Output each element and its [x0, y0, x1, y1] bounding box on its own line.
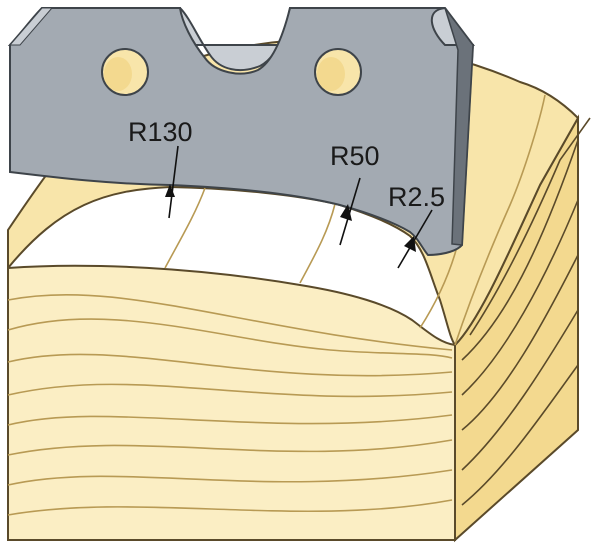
cutter-knife	[7, 7, 476, 257]
annotation-r50: R50	[330, 141, 380, 246]
leader-line	[168, 145, 179, 219]
knife-left-chamfer	[8, 7, 54, 46]
label-r50: R50	[330, 141, 380, 171]
mounting-hole-right	[314, 48, 362, 96]
leader-line	[397, 209, 433, 269]
annotation-r2-5: R2.5	[388, 182, 445, 269]
mounting-hole-left	[101, 48, 149, 96]
knife-right-bevel	[444, 7, 474, 246]
arrow-head	[340, 204, 352, 221]
side-grain	[461, 117, 591, 506]
arrow-head	[165, 184, 175, 197]
arrow-head	[404, 236, 416, 252]
annotation-r130: R130	[128, 117, 193, 219]
front-grain	[7, 293, 453, 516]
label-r2-5: R2.5	[388, 182, 445, 212]
label-r130: R130	[128, 117, 193, 147]
wood-front-face	[7, 264, 456, 541]
leader-line	[339, 177, 361, 246]
